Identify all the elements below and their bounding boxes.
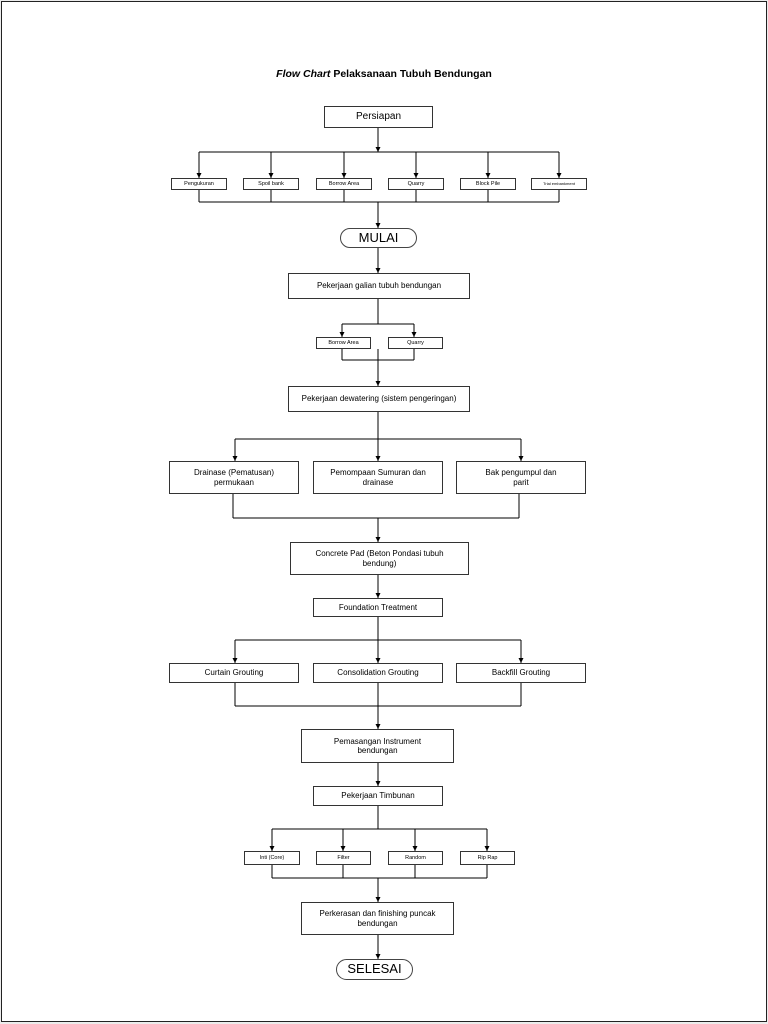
node-random: Random — [388, 851, 443, 865]
node-selesai: SELESAI — [336, 959, 413, 980]
node-pekerjaan-timbunan: Pekerjaan Timbunan — [313, 786, 443, 806]
node-filter: Filter — [316, 851, 371, 865]
node-pemompaan: Pemompaan Sumuran dan drainase — [313, 461, 443, 494]
page-title: Flow Chart Pelaksanaan Tubuh Bendungan — [2, 68, 766, 80]
node-pengukuran: Pengukuran — [171, 178, 227, 190]
node-borrow-area: Borrow Area — [316, 337, 371, 349]
node-concrete-pad: Concrete Pad (Beton Pondasi tubuh bendun… — [290, 542, 469, 575]
node-galian: Pekerjaan galian tubuh bendungan — [288, 273, 470, 299]
node-quarry-top: Quarry — [388, 178, 444, 190]
node-consolidation-grouting: Consolidation Grouting — [313, 663, 443, 683]
node-backfill-grouting: Backfill Grouting — [456, 663, 586, 683]
node-bak: Bak pengumpul dan parit — [456, 461, 586, 494]
title-italic: Flow Chart — [276, 68, 331, 80]
node-foundation-treatment: Foundation Treatment — [313, 598, 443, 617]
node-borrow-area-top: Borrow Area — [316, 178, 372, 190]
node-block-pile: Block Pile — [460, 178, 516, 190]
node-inti-core: Inti (Core) — [244, 851, 300, 865]
node-trial-embankment: Trial embankment — [531, 178, 587, 190]
node-curtain-grouting: Curtain Grouting — [169, 663, 299, 683]
node-drainase: Drainase (Pematusan) permukaan — [169, 461, 299, 494]
node-mulai: MULAI — [340, 228, 417, 248]
node-pemasangan-instrument: Pemasangan Instrument bendungan — [301, 729, 454, 763]
node-persiapan: Persiapan — [324, 106, 433, 128]
node-dewatering: Pekerjaan dewatering (sistem pengeringan… — [288, 386, 470, 412]
node-quarry: Quarry — [388, 337, 443, 349]
node-rip-rap: Rip Rap — [460, 851, 515, 865]
node-perkerasan: Perkerasan dan finishing puncak bendunga… — [301, 902, 454, 935]
node-spoil-bank: Spoil bank — [243, 178, 299, 190]
title-rest: Pelaksanaan Tubuh Bendungan — [330, 68, 492, 80]
